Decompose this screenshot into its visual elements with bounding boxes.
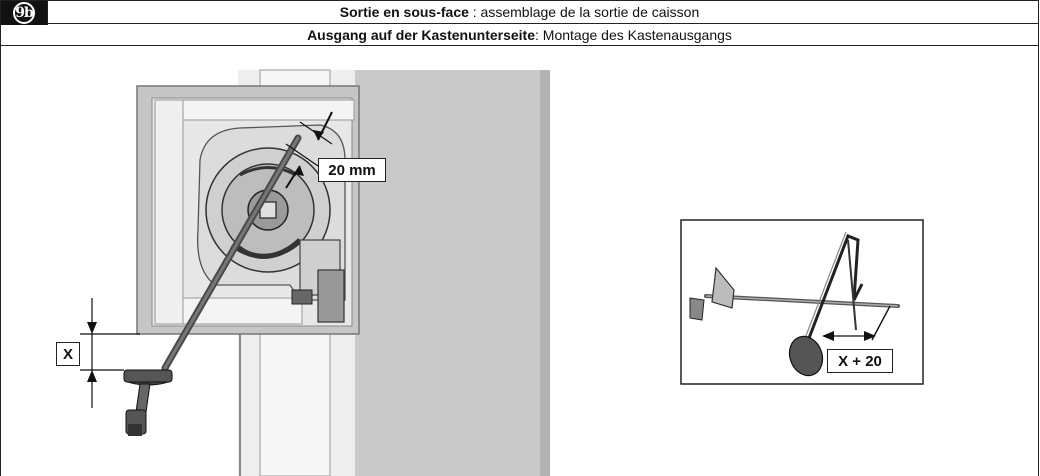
crank-outlet	[123, 369, 173, 436]
title-fr-bold: Sortie en sous-face	[339, 4, 469, 20]
dimension-20mm-label: 20 mm	[318, 158, 386, 182]
wall-edge	[540, 70, 550, 476]
wall-panel	[355, 70, 550, 476]
title-fr-rest: : assemblage de la sortie de caisson	[468, 4, 700, 20]
title-row-fr: 9b Sortie en sous-face : assemblage de l…	[1, 0, 1038, 25]
dimension-x	[80, 298, 140, 408]
title-de-bold: Ausgang auf der Kastenunterseite	[307, 26, 535, 43]
box-lid	[181, 99, 355, 121]
title-de: Ausgang auf der Kastenunterseite: Montag…	[307, 27, 732, 43]
dimension-20mm	[285, 111, 333, 189]
title-row-de: Ausgang auf der Kastenunterseite: Montag…	[1, 24, 1038, 46]
title-fr: Sortie en sous-face : assemblage de la s…	[340, 4, 700, 20]
step-number: 9b	[13, 2, 35, 24]
box-side	[154, 99, 184, 325]
title-de-rest: : Montage des Kastenausgangs	[535, 26, 732, 43]
dimension-x-label: X	[56, 342, 80, 366]
dimension-x-plus-20-label: X + 20	[827, 349, 893, 373]
step-badge: 9b	[1, 1, 48, 25]
